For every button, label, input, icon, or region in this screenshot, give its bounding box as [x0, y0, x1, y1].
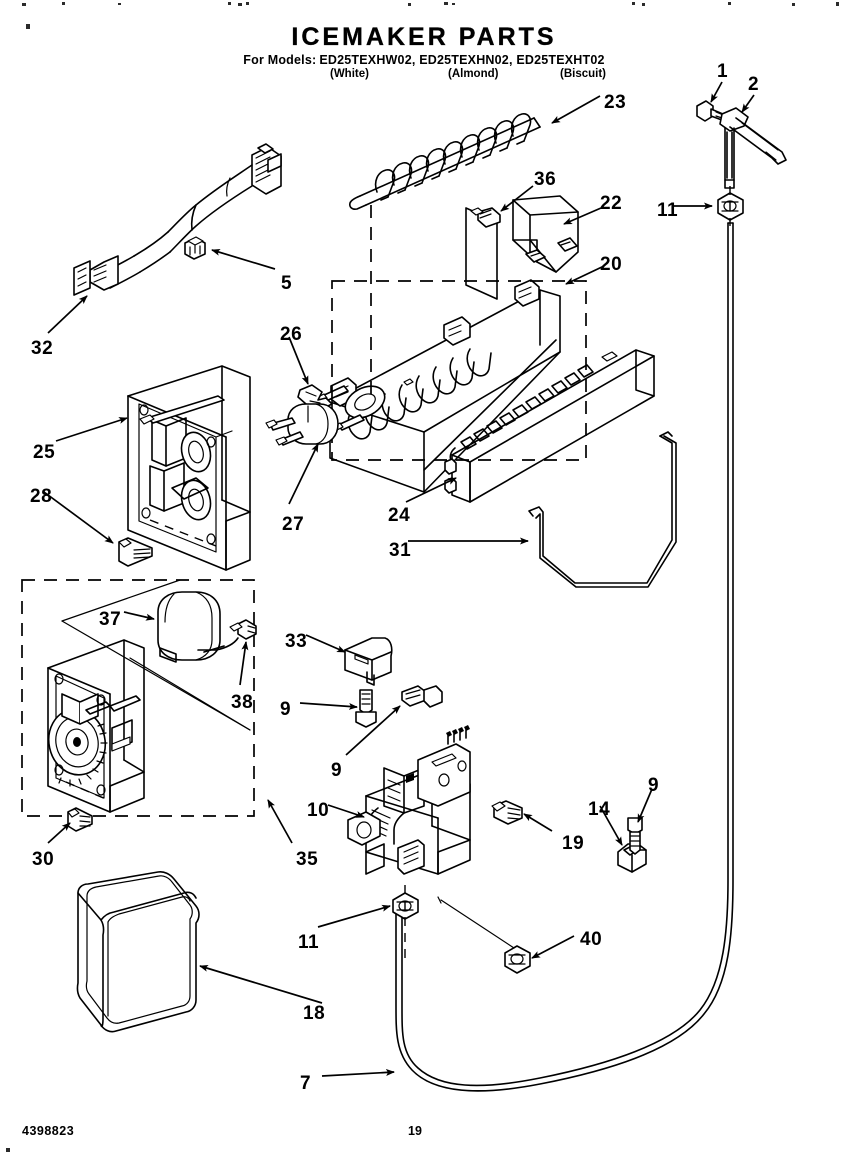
part-mold-heater-screw	[465, 207, 501, 300]
part-compression-nut	[504, 945, 531, 974]
part-gearcase-assembly	[47, 639, 145, 813]
callout-37: 37	[99, 609, 122, 630]
part-water-supply-tube	[395, 222, 734, 1092]
scan-artifact	[228, 2, 231, 5]
callout-20: 20	[600, 254, 623, 275]
part-fill-cup-bracket	[344, 637, 393, 686]
callout-26: 26	[280, 324, 303, 345]
scan-artifact	[26, 24, 30, 29]
scan-artifact	[642, 3, 645, 6]
part-ice-mold-body	[315, 279, 561, 493]
page-title: ICEMAKER PARTS	[291, 23, 557, 51]
part-clamp-screw	[627, 817, 643, 855]
tube-branch-tick	[437, 896, 442, 904]
part-icemaker-control-module	[127, 365, 251, 571]
part-gearcase-screw	[67, 807, 93, 832]
leader-line-40-link	[440, 899, 515, 949]
part-ice-ejector-arm	[349, 113, 541, 210]
scan-artifact	[238, 3, 242, 6]
callout-30: 30	[32, 849, 55, 870]
part-module-mounting-screw	[118, 537, 153, 567]
exploded-guide-line	[61, 579, 181, 622]
scan-artifact	[792, 3, 795, 6]
callout-32: 32	[31, 338, 54, 359]
part-motor-mounting-screw	[229, 619, 257, 640]
callout-10: 10	[307, 800, 330, 821]
part-mold-thermostat	[265, 403, 339, 446]
scan-artifact	[118, 3, 121, 5]
part-water-inlet-valve	[347, 725, 471, 875]
callout-31: 31	[389, 540, 412, 561]
callout-11-lower: 11	[298, 932, 320, 953]
finish-list: (White) (Almond) (Biscuit)	[0, 68, 848, 83]
part-valve-mounting-screw	[491, 800, 523, 825]
part-ice-stripper	[444, 349, 655, 503]
callout-27: 27	[282, 514, 305, 535]
finish-almond: (Almond)	[448, 68, 499, 81]
part-air-duct-grommet	[184, 236, 206, 260]
part-fill-tube-fitting	[719, 107, 787, 189]
part-air-duct-assembly	[73, 143, 282, 296]
model-number-1: ED25TEXHN02,	[419, 53, 513, 68]
scan-artifact	[6, 1148, 10, 1152]
scan-artifact	[452, 3, 455, 5]
part-ice-level-shutoff-arm	[528, 431, 677, 588]
finish-biscuit: (Biscuit)	[560, 68, 606, 81]
callout-40: 40	[580, 929, 603, 950]
scan-artifact	[246, 2, 249, 5]
model-number-0: ED25TEXHW02,	[319, 53, 416, 68]
callout-23: 23	[604, 92, 627, 113]
callout-7: 7	[300, 1073, 312, 1094]
callout-5: 5	[281, 273, 293, 294]
callout-14: 14	[588, 799, 611, 820]
callout-38: 38	[231, 692, 254, 713]
footer-part-number: 4398823	[22, 1124, 75, 1138]
models-label: For Models:	[243, 53, 317, 68]
callout-33: 33	[285, 631, 308, 652]
part-bracket-screw-right	[401, 685, 443, 708]
footer-page-number: 19	[408, 1124, 422, 1138]
callout-35: 35	[296, 849, 319, 870]
callout-2: 2	[748, 74, 760, 95]
part-water-fill-cup	[512, 195, 579, 273]
callout-22: 22	[600, 193, 623, 214]
callout-25: 25	[33, 442, 56, 463]
callout-36: 36	[534, 169, 557, 190]
callout-9-a: 9	[280, 699, 292, 720]
exploded-guide-line	[129, 657, 251, 731]
finish-white: (White)	[330, 68, 369, 81]
model-list: For Models:ED25TEXHW02, ED25TEXHN02, ED2…	[0, 53, 848, 67]
scan-artifact	[728, 2, 731, 5]
scan-artifact	[408, 3, 411, 6]
callout-11-upper: 11	[657, 200, 679, 221]
callout-1: 1	[717, 61, 729, 82]
callout-28: 28	[30, 486, 53, 507]
scan-artifact	[836, 2, 839, 6]
part-drive-motor	[157, 591, 239, 663]
page-header: ICEMAKER PARTS For Models:ED25TEXHW02, E…	[0, 24, 848, 83]
scan-artifact	[22, 3, 26, 6]
part-icemaker-cover-panel	[76, 871, 200, 1033]
scan-artifact	[444, 2, 448, 5]
scan-artifact	[62, 2, 65, 5]
callout-9-c: 9	[648, 775, 660, 796]
callout-24: 24	[388, 505, 411, 526]
leader-lines	[43, 81, 755, 1077]
callout-19: 19	[562, 833, 585, 854]
part-bracket-screw-left	[355, 689, 377, 728]
dashed-group-box-gearcase	[21, 579, 255, 817]
scan-artifact	[632, 2, 635, 5]
model-number-2: ED25TEXHT02	[516, 53, 605, 68]
callout-9-b: 9	[331, 760, 343, 781]
callout-18: 18	[303, 1003, 326, 1024]
